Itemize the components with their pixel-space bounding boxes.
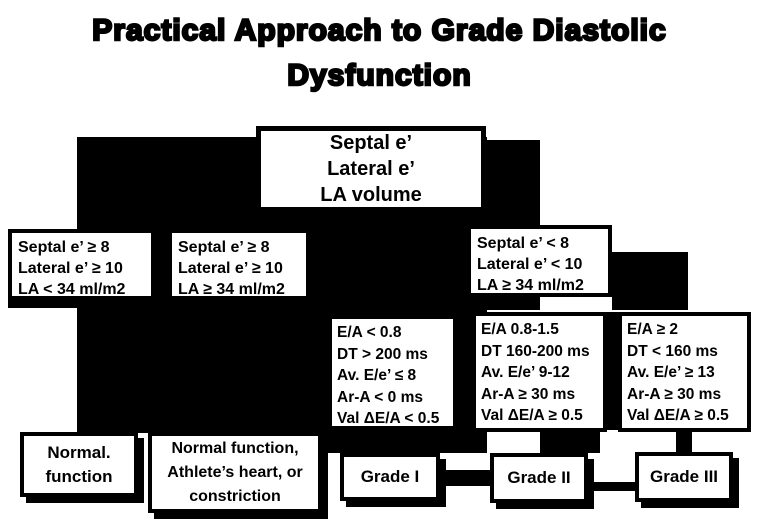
node-line: Normal function, [171, 439, 299, 457]
node-line: DT < 160 ms [627, 342, 718, 360]
node-line: Grade II [507, 468, 571, 487]
node-line: E/A < 0.8 [337, 324, 402, 341]
node-line: Val ΔE/A < 0.5 [337, 410, 440, 427]
node-line: LA volume [320, 184, 422, 206]
node-line: E/A ≥ 2 [627, 321, 679, 338]
connector-gap-criteria-1-2 [457, 312, 472, 430]
node-line: Grade I [360, 467, 420, 486]
page-title: Practical Approach to Grade Diastolic Dy… [0, 8, 759, 98]
page-title-line1: Practical Approach to Grade Diastolic [91, 13, 667, 48]
node-line: LA < 34 ml/m2 [18, 281, 126, 298]
node-line: Val ΔE/A ≥ 0.5 [627, 407, 729, 424]
node-grade3-criteria: E/A ≥ 2 DT < 160 ms Av. E/e’ ≥ 13 Ar-A ≥… [618, 312, 751, 432]
node-line: Septal e’ ≥ 8 [178, 239, 270, 256]
connector-grade1-grade2 [440, 470, 490, 486]
node-line: Athlete’s heart, or [167, 463, 303, 481]
node-line: LA ≥ 34 ml/m2 [477, 277, 584, 294]
node-line: Ar-A < 0 ms [337, 388, 423, 406]
node-line: Grade III [649, 467, 719, 486]
node-line: Lateral e’ ≥ 10 [18, 260, 123, 277]
node-root: Septal e’ Lateral e’ LA volume [256, 126, 486, 212]
page-title-line2: Dysfunction [286, 58, 472, 93]
node-grade2-criteria: E/A 0.8-1.5 DT 160-200 ms Av. E/e’ 9-12 … [472, 312, 607, 432]
node-line: DT 160-200 ms [481, 342, 590, 360]
node-line: DT > 200 ms [337, 345, 428, 363]
node-normal-la-normal: Septal e’ ≥ 8 Lateral e’ ≥ 10 LA < 34 ml… [8, 229, 155, 300]
node-line: Lateral e’ [327, 158, 415, 180]
node-grade-2: Grade II [490, 453, 588, 503]
node-line: Val ΔE/A ≥ 0.5 [481, 407, 583, 424]
node-line: Septal e’ < 8 [477, 235, 570, 252]
node-line: Ar-A ≥ 30 ms [481, 385, 576, 403]
node-line: Lateral e’ < 10 [477, 256, 583, 273]
connector-grade2-grade3 [588, 482, 635, 491]
node-normal-function: Normal. function [20, 432, 138, 497]
node-line: LA ≥ 34 ml/m2 [178, 281, 285, 298]
node-line: function [45, 466, 113, 486]
node-line: Septal e’ [329, 132, 413, 154]
node-normal-athlete-constriction: Normal function, Athlete’s heart, or con… [148, 432, 322, 513]
node-grade1-criteria: E/A < 0.8 DT > 200 ms Av. E/e’ ≤ 8 Ar-A … [328, 315, 457, 430]
node-line: Lateral e’ ≥ 10 [178, 260, 283, 277]
node-grade-1: Grade I [340, 453, 440, 501]
node-grade-3: Grade III [635, 452, 733, 502]
node-line: Normal. [47, 442, 111, 462]
connector-gap-criteria-2-3 [607, 312, 618, 430]
node-line: Septal e’ ≥ 8 [18, 239, 110, 256]
connector-mass-bottom-extension [307, 430, 487, 453]
node-line: constriction [189, 487, 281, 505]
node-line: Ar-A ≥ 30 ms [627, 385, 722, 403]
node-line: E/A 0.8-1.5 [481, 321, 559, 338]
node-line: Av. E/e’ ≤ 8 [337, 367, 417, 384]
node-line: Av. E/e’ ≥ 13 [627, 364, 715, 381]
connector-to-grade2 [540, 430, 600, 453]
node-line: Av. E/e’ 9-12 [481, 364, 570, 381]
connector-to-grade3 [676, 430, 692, 453]
node-reduced-e-prime: Septal e’ < 8 Lateral e’ < 10 LA ≥ 34 ml… [467, 225, 612, 297]
connector-reduced-to-grade3-criteria [612, 252, 688, 310]
node-normal-la-dilated: Septal e’ ≥ 8 Lateral e’ ≥ 10 LA ≥ 34 ml… [168, 229, 310, 300]
